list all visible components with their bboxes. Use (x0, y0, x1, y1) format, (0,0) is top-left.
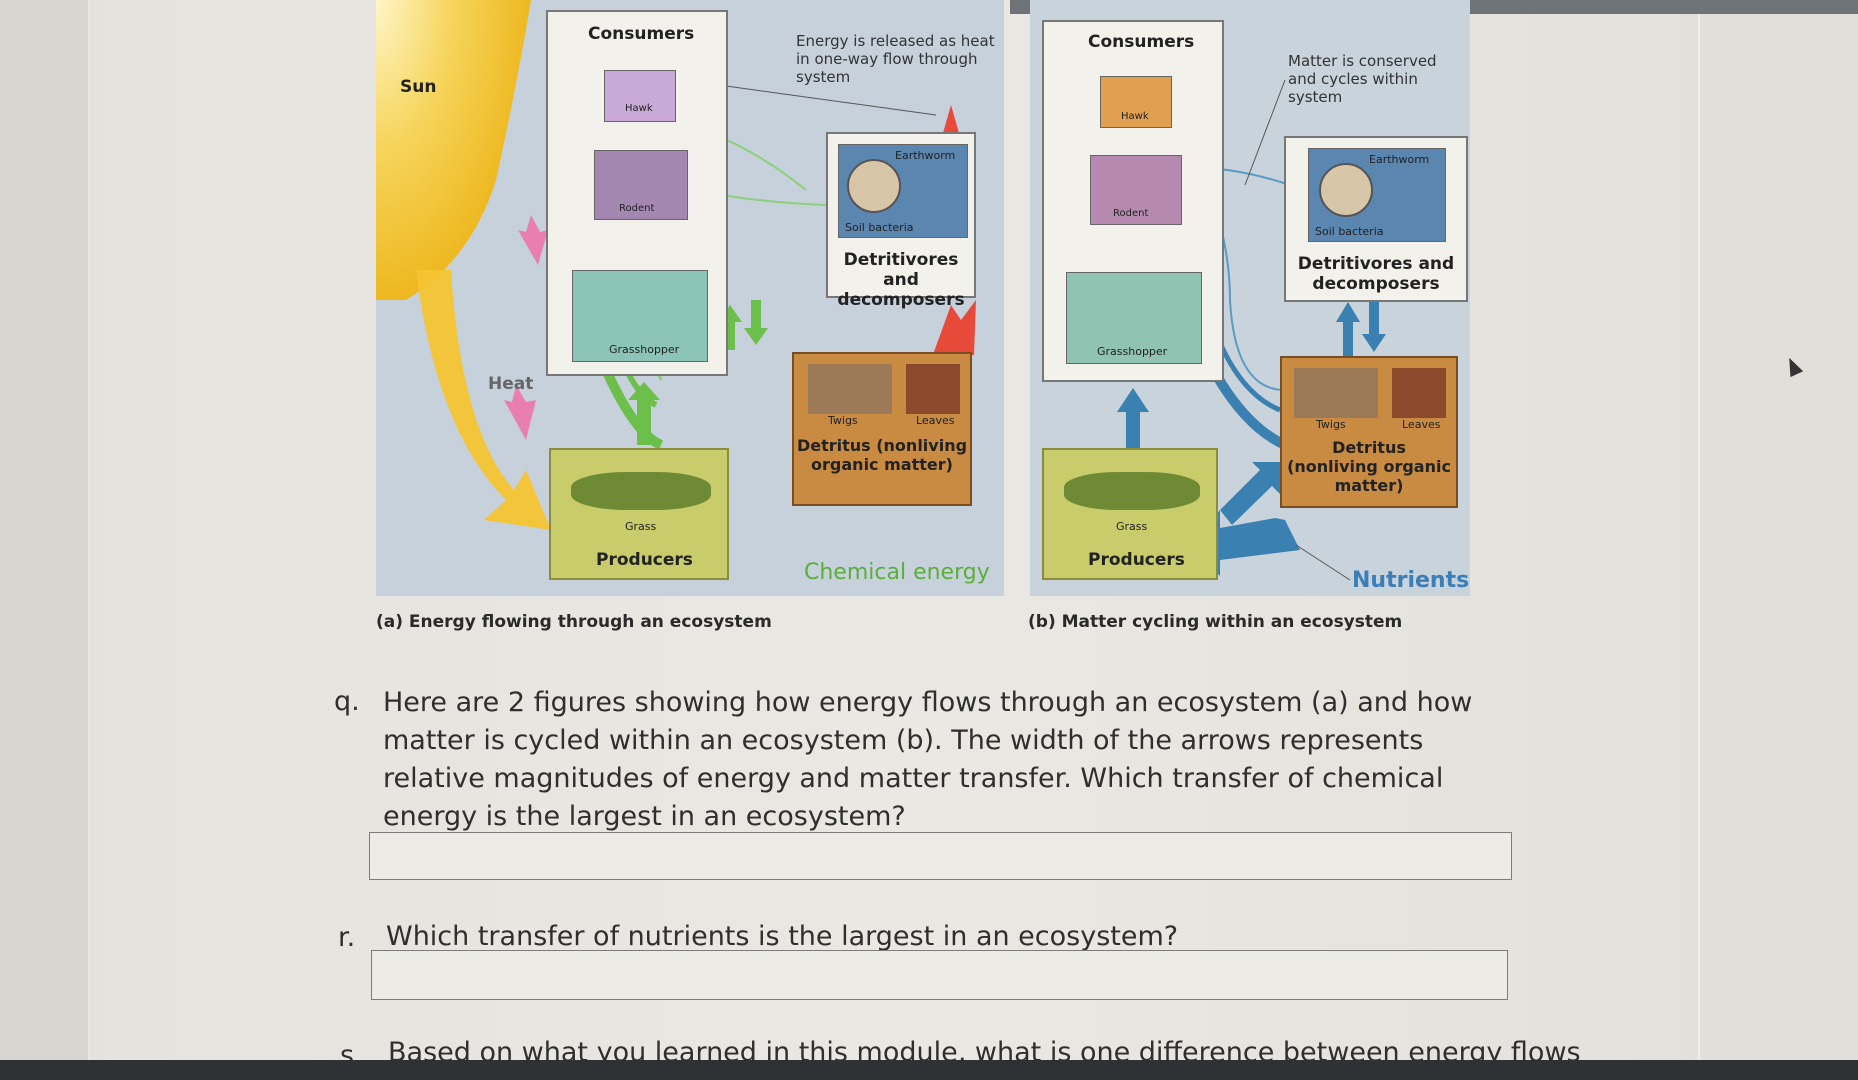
leaves-label: Leaves (916, 414, 955, 427)
twigs-label: Twigs (828, 414, 858, 427)
question-q-text: Here are 2 figures showing how energy fl… (383, 687, 1473, 832)
question-r-text: Which transfer of nutrients is the large… (386, 921, 1179, 952)
earthworm-label: Earthworm (895, 149, 956, 162)
earthworm-bacteria-image: Earthworm Soil bacteria (838, 144, 968, 238)
grass-label: Grass (1116, 520, 1148, 533)
figure-a-caption: (a) Energy flowing through an ecosystem (376, 612, 772, 632)
twigs-image (808, 364, 892, 414)
nutrients-leader (1295, 544, 1351, 581)
producers-box: Grass Producers (1042, 448, 1218, 580)
rodent-label: Rodent (1113, 208, 1149, 219)
sun-label: Sun (400, 77, 437, 97)
producers-label: Producers (1088, 550, 1185, 570)
figure-b-caption: (b) Matter cycling within an ecosystem (1028, 612, 1403, 632)
grass-image (571, 472, 711, 510)
rodent-image: Rodent (594, 150, 688, 220)
hawk-label: Hawk (1121, 111, 1149, 122)
leaves-image (1392, 368, 1446, 418)
matter-note-leader (1244, 79, 1286, 186)
sun-energy-arrow (416, 270, 551, 530)
soil-bacteria-label: Soil bacteria (1315, 225, 1384, 238)
chemical-energy-label: Chemical energy (804, 560, 990, 585)
detritus-box: Twigs Leaves Detritus (nonliving organic… (1280, 356, 1458, 508)
rodent-label: Rodent (619, 203, 655, 214)
producers-label: Producers (596, 550, 693, 570)
consumers-label: Consumers (1088, 32, 1195, 52)
grass-to-grasshopper-arrow (1126, 410, 1140, 450)
earthworm-bacteria-image: Earthworm Soil bacteria (1308, 148, 1446, 242)
earthworm-label: Earthworm (1369, 153, 1430, 166)
detritus-label: Detritus (nonliving organic matter) (796, 436, 968, 474)
detritus-label: Detritus (nonliving organic matter) (1287, 438, 1451, 495)
detritivores-box: Earthworm Soil bacteria Detritivores and… (826, 132, 976, 310)
soil-bacteria-label: Soil bacteria (845, 221, 914, 234)
producers-to-detritus-arrow (1220, 462, 1285, 525)
grass-image (1064, 472, 1200, 510)
soil-bacteria-icon (847, 159, 901, 213)
twigs-label: Twigs (1316, 418, 1346, 431)
grasshopper-label: Grasshopper (609, 343, 680, 356)
answer-r-field[interactable] (371, 950, 1508, 1000)
matter-note: Matter is conserved and cycles within sy… (1288, 52, 1437, 106)
hawk-image: Hawk (1100, 76, 1172, 128)
figure-a-energy-flow: Sun Heat Consumers Hawk Rodent Grasshopp… (376, 0, 1004, 596)
producers-box: Grass Producers (549, 448, 729, 580)
screen-bottom-bezel (0, 1060, 1858, 1080)
question-r-letter: r. (338, 922, 356, 953)
detritivore-to-detritus-arrow-down (1369, 302, 1379, 338)
question-q-letter: q. (334, 686, 360, 717)
heat-arrow-1 (504, 385, 536, 440)
consumers-label: Consumers (588, 24, 695, 44)
answer-q-field[interactable] (369, 832, 1512, 880)
grasshopper-image: Grasshopper (572, 270, 708, 362)
heat-label: Heat (488, 374, 534, 394)
right-margin (1698, 0, 1858, 1062)
detritivore-to-detritus-arrow-down (751, 300, 761, 332)
heat-arrow-3 (941, 105, 961, 140)
nutrients-label: Nutrients (1352, 568, 1470, 593)
leaves-label: Leaves (1402, 418, 1441, 431)
detritus-to-detritivore-arrow-up (725, 320, 735, 350)
left-margin (0, 0, 90, 1062)
detritus-box: Twigs Leaves Detritus (nonliving organic… (792, 352, 972, 506)
leaves-image (906, 364, 960, 414)
heat-arrow-2 (518, 215, 548, 265)
heat-note-leader (718, 84, 937, 116)
heat-note: Energy is released as heat in one-way fl… (796, 32, 995, 86)
twigs-image (1294, 368, 1378, 418)
grasshopper-label: Grasshopper (1097, 345, 1168, 358)
heat-arrow-4 (931, 300, 976, 360)
soil-bacteria-icon (1319, 163, 1373, 217)
detritivores-box: Earthworm Soil bacteria Detritivores and… (1284, 136, 1468, 302)
hawk-label: Hawk (625, 103, 653, 114)
rodent-image: Rodent (1090, 155, 1182, 225)
grasshopper-image: Grasshopper (1066, 272, 1202, 364)
sun-shape (376, 0, 531, 300)
detritus-to-detritivore-arrow-up (1343, 320, 1353, 356)
figure-b-matter-cycling: Consumers Hawk Rodent Grasshopper Grass … (1030, 0, 1470, 596)
detritivores-label: Detritivores and decomposers (1297, 254, 1455, 294)
hawk-image: Hawk (604, 70, 676, 122)
detritivores-label: Detritivores and decomposers (837, 250, 965, 310)
grass-label: Grass (625, 520, 657, 533)
